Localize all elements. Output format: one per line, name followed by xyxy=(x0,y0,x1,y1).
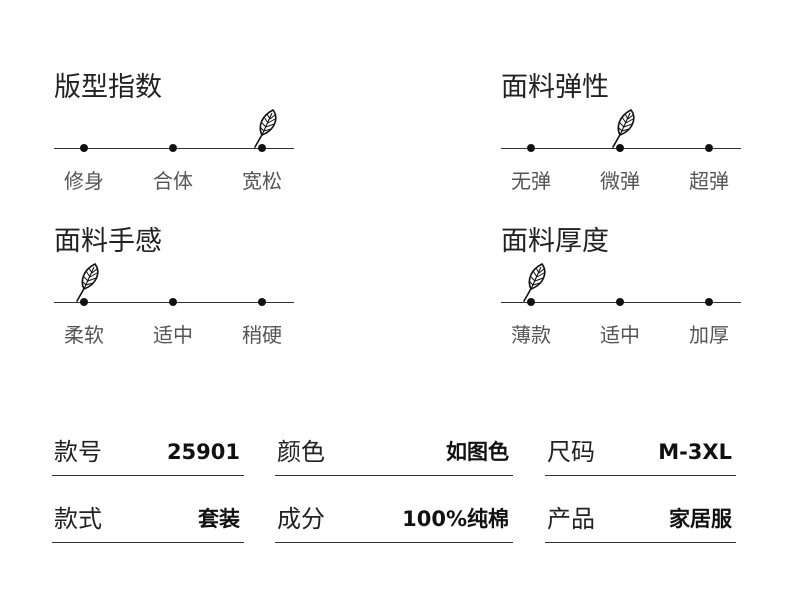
spec-key: 款号 xyxy=(54,438,102,466)
scale-option-label: 微弹 xyxy=(600,169,640,193)
spec-key: 颜色 xyxy=(277,438,325,466)
scale-option-label: 稍硬 xyxy=(242,323,282,347)
scale-title: 面料厚度 xyxy=(501,226,609,257)
scale-fabric-elasticity: 面料弹性 无弹 微弹 超弹 xyxy=(501,72,741,202)
feather-icon xyxy=(251,108,283,148)
spec-value: 如图色 xyxy=(446,440,509,464)
spec-key: 成分 xyxy=(277,505,325,533)
spec-key: 尺码 xyxy=(547,438,595,466)
spec-value: 25901 xyxy=(166,440,240,464)
spec-product: 产品 家居服 xyxy=(545,502,736,543)
feather-icon xyxy=(520,262,552,302)
spec-composition: 成分 100%纯棉 xyxy=(275,502,513,543)
scale-option-label: 适中 xyxy=(600,323,640,347)
scale-fit-index: 版型指数 修身 合体 宽松 xyxy=(54,72,294,202)
scale-option-label: 修身 xyxy=(64,169,104,193)
scale-dot xyxy=(527,298,535,306)
scale-fabric-thickness: 面料厚度 薄款 适中 加厚 xyxy=(501,226,741,356)
scale-option-label: 无弹 xyxy=(511,169,551,193)
spec-size: 尺码 M-3XL xyxy=(545,435,736,476)
scale-dot xyxy=(616,298,624,306)
spec-style-number: 款号 25901 xyxy=(52,435,244,476)
scale-dot xyxy=(169,144,177,152)
feather-icon xyxy=(609,108,641,148)
scale-option-label: 薄款 xyxy=(511,323,551,347)
spec-value: 家居服 xyxy=(669,507,732,531)
scale-option-label: 合体 xyxy=(153,169,193,193)
spec-style: 款式 套装 xyxy=(52,502,244,543)
scale-dot xyxy=(705,144,713,152)
scale-dot xyxy=(258,298,266,306)
scale-dot xyxy=(80,298,88,306)
scale-dot xyxy=(169,298,177,306)
spec-value: 100%纯棉 xyxy=(402,507,509,531)
scale-option-label: 超弹 xyxy=(689,169,729,193)
spec-key: 款式 xyxy=(54,505,102,533)
scale-dot xyxy=(80,144,88,152)
scale-fabric-hand-feel: 面料手感 柔软 适中 稍硬 xyxy=(54,226,294,356)
scale-dot xyxy=(616,144,624,152)
scale-dot xyxy=(527,144,535,152)
spec-key: 产品 xyxy=(547,505,595,533)
scale-option-label: 加厚 xyxy=(689,323,729,347)
scale-option-label: 适中 xyxy=(153,323,193,347)
scale-dot xyxy=(705,298,713,306)
spec-value: 套装 xyxy=(198,507,240,531)
scale-title: 面料手感 xyxy=(54,226,162,257)
scale-dot xyxy=(258,144,266,152)
spec-value: M-3XL xyxy=(658,440,732,464)
scale-option-label: 宽松 xyxy=(242,169,282,193)
spec-color: 颜色 如图色 xyxy=(275,435,513,476)
scale-option-label: 柔软 xyxy=(64,323,104,347)
feather-icon xyxy=(73,262,105,302)
scale-title: 版型指数 xyxy=(54,72,162,103)
scale-title: 面料弹性 xyxy=(501,72,609,103)
